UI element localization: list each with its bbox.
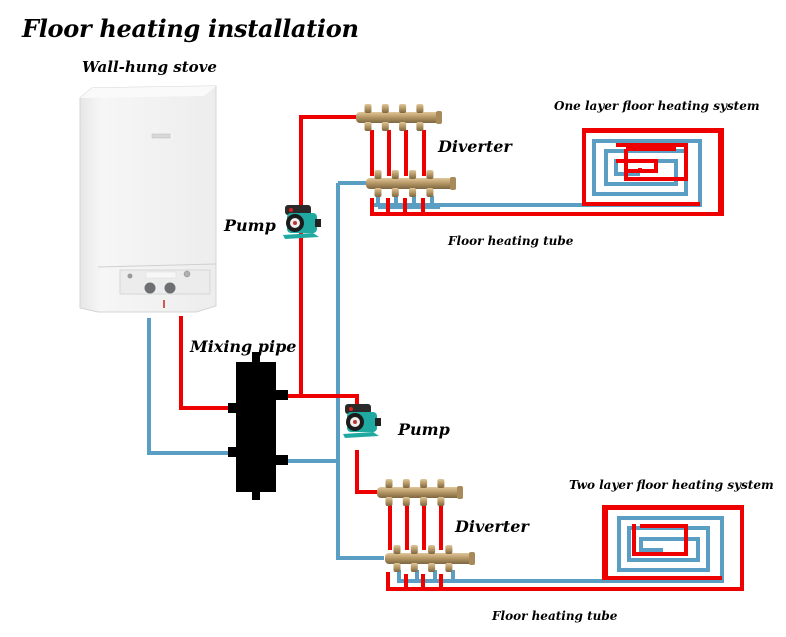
one-layer-coil bbox=[582, 128, 724, 216]
diverter-lower-label: Diverter bbox=[455, 517, 529, 536]
hot-pipe-upper-riser bbox=[299, 115, 360, 396]
hot-pipe-lower-riser bbox=[355, 450, 378, 494]
manifold-outlet bbox=[391, 170, 399, 197]
manifolds bbox=[356, 104, 475, 572]
stove-knob-left bbox=[144, 282, 156, 294]
cold-pipe-riser bbox=[336, 183, 384, 560]
manifold-outlet bbox=[385, 479, 393, 506]
manifold-outlet bbox=[393, 545, 401, 572]
one-layer-label: One layer floor heating system bbox=[554, 99, 760, 113]
hot-pipe-lower-coil-inner bbox=[632, 524, 688, 556]
one-layer-coil-red bbox=[616, 143, 688, 181]
wall-hung-stove bbox=[79, 85, 217, 313]
stove-label: Wall-hung stove bbox=[82, 58, 217, 76]
pump-lower bbox=[343, 404, 381, 438]
stove-logo-badge bbox=[151, 133, 171, 139]
cold-pipe-stove-return bbox=[147, 318, 238, 455]
manifold-outlet bbox=[409, 170, 417, 197]
diverter-upper-supply bbox=[356, 104, 442, 131]
lower-diverter-links bbox=[388, 505, 443, 589]
manifold-outlet bbox=[410, 545, 418, 572]
tube-lower-label: Floor heating tube bbox=[492, 609, 618, 623]
manifold-outlet bbox=[364, 104, 372, 131]
manifold-outlet bbox=[426, 170, 434, 197]
pump-upper bbox=[283, 205, 321, 239]
manifold-outlet bbox=[428, 545, 436, 572]
manifold-outlet bbox=[399, 104, 407, 131]
diverter-lower-return bbox=[385, 545, 475, 572]
hot-pipe-stove-supply bbox=[179, 316, 238, 410]
two-layer-label: Two layer floor heating system bbox=[569, 478, 774, 492]
manifold-outlet bbox=[402, 479, 410, 506]
manifold-outlet bbox=[420, 479, 428, 506]
manifold-outlet bbox=[416, 104, 424, 131]
diverter-upper-return bbox=[366, 170, 456, 197]
manifold-outlet bbox=[445, 545, 453, 572]
tube-upper-label: Floor heating tube bbox=[448, 234, 574, 248]
lower-return-stubs bbox=[397, 570, 455, 582]
mixing-pipe bbox=[228, 352, 288, 500]
upper-diverter-links bbox=[370, 130, 426, 214]
manifold-outlet bbox=[437, 479, 445, 506]
two-layer-coil bbox=[602, 505, 744, 589]
pump-lower-label: Pump bbox=[398, 420, 450, 439]
diverter-upper-label: Diverter bbox=[438, 137, 512, 156]
stove-gauge bbox=[183, 270, 191, 278]
manifold-outlet bbox=[381, 104, 389, 131]
pump-upper-label: Pump bbox=[224, 216, 276, 235]
mixing-pipe-label: Mixing pipe bbox=[190, 337, 297, 356]
manifold-outlet bbox=[374, 170, 382, 197]
diverter-lower-supply bbox=[377, 479, 463, 506]
stove-knob-right bbox=[164, 282, 176, 294]
diagram-title: Floor heating installation bbox=[22, 14, 359, 43]
